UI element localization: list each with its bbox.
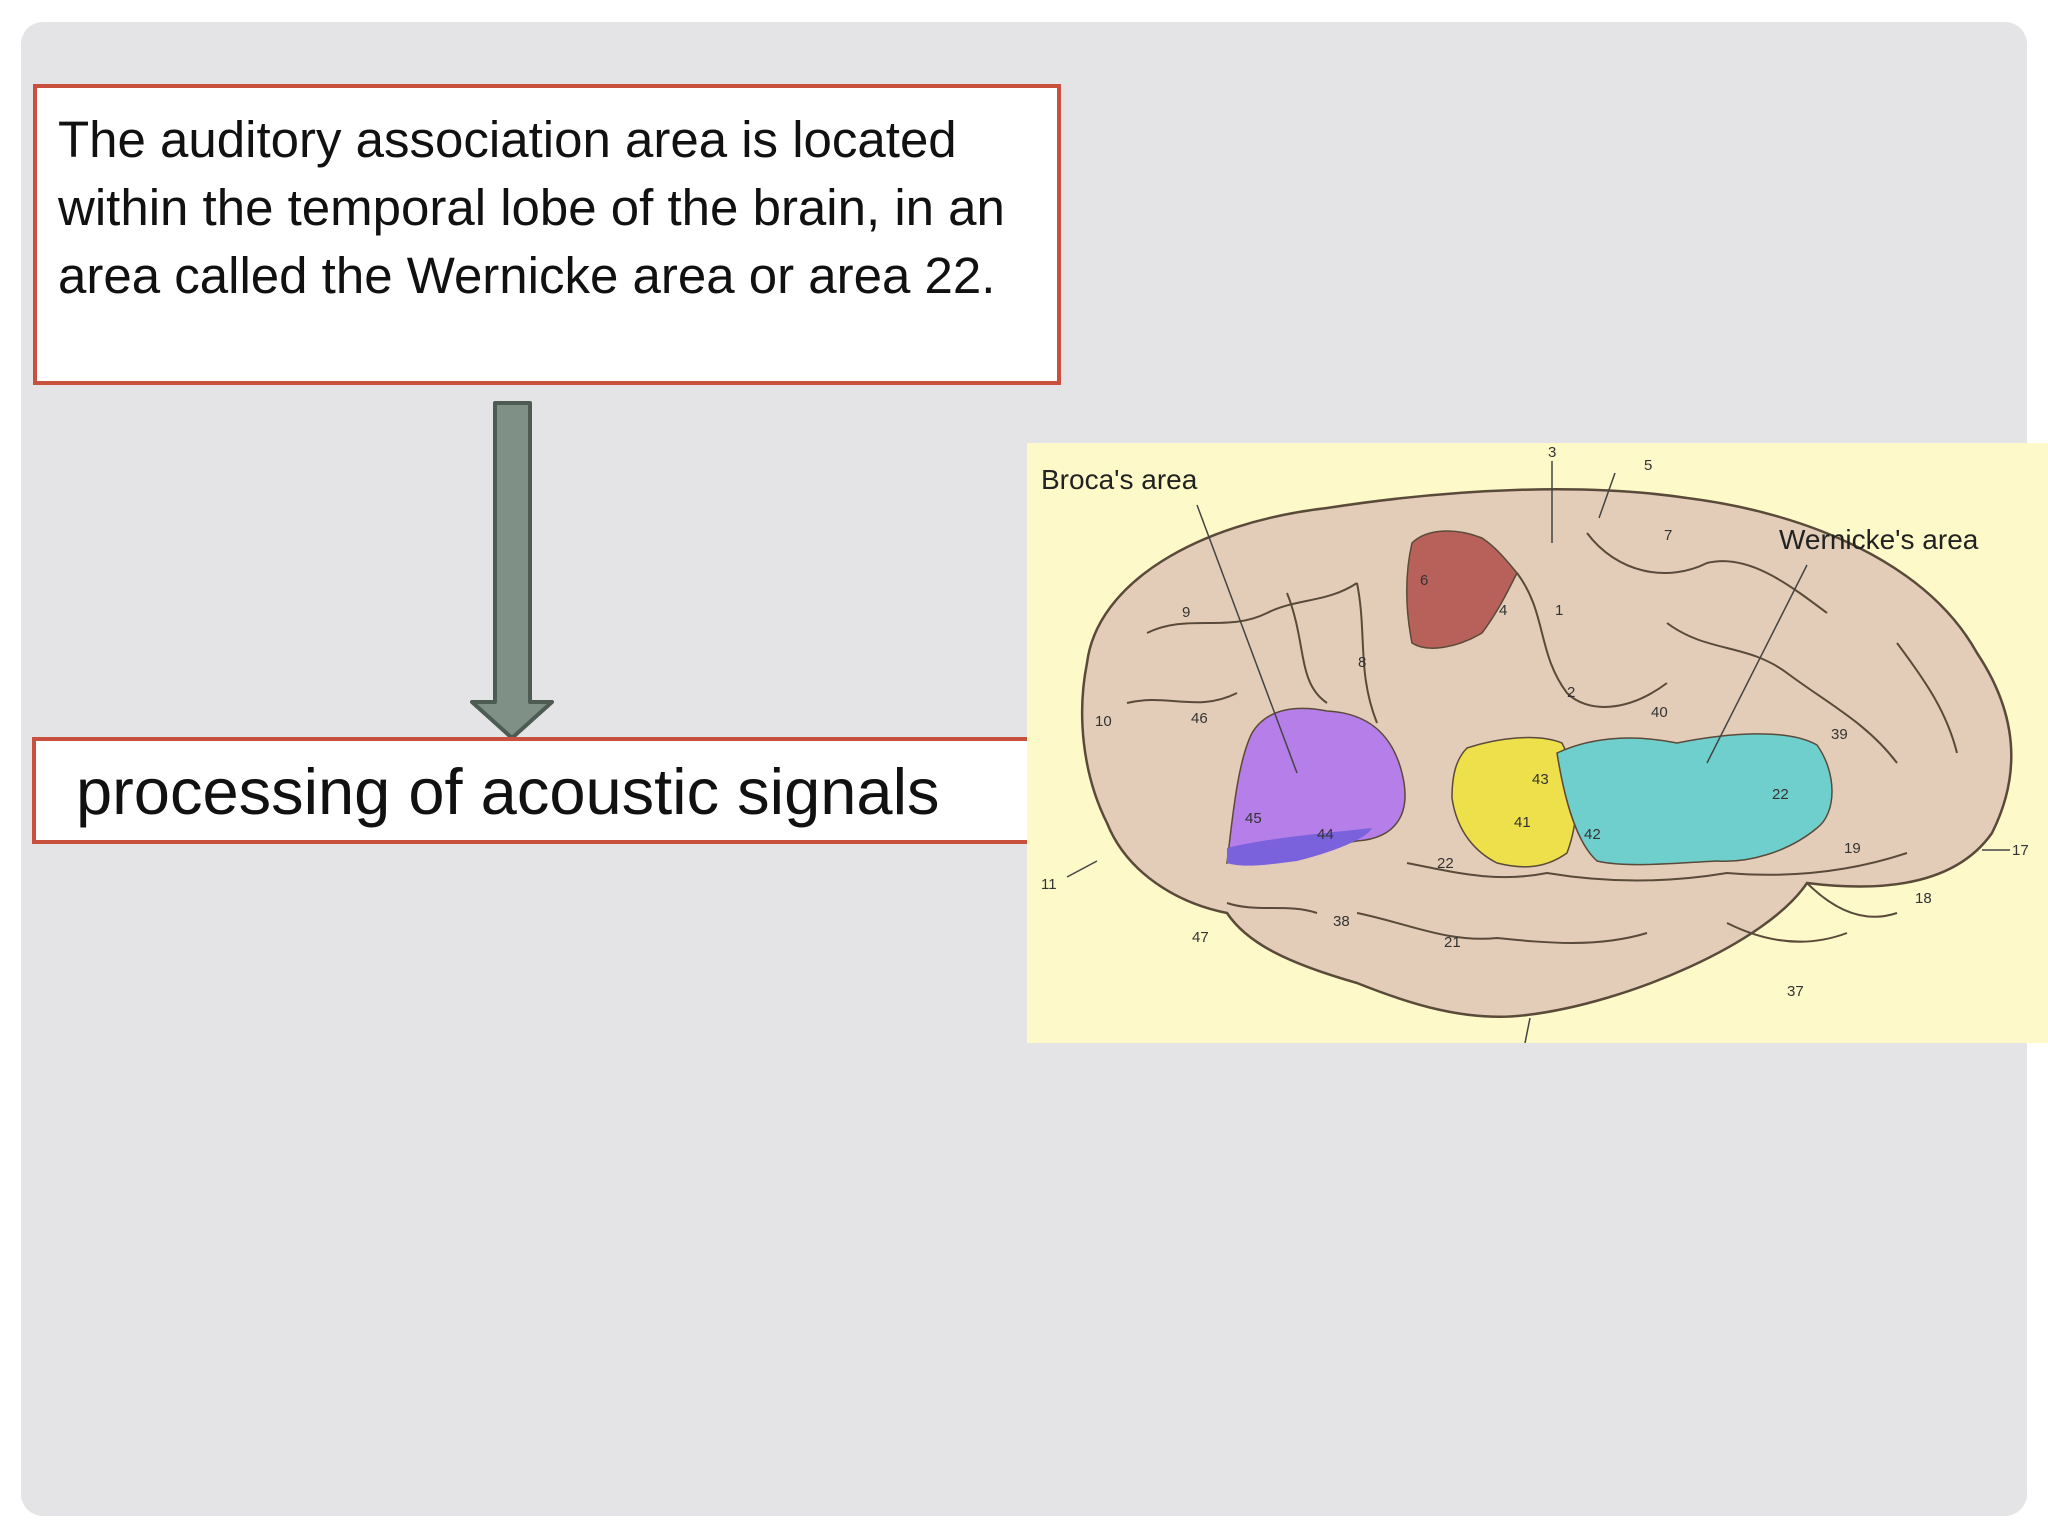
area-number: 43 [1532,771,1549,788]
primary-auditory-region [1451,736,1577,868]
area-number: 45 [1245,810,1262,827]
area-number: 6 [1420,572,1428,589]
callout-top-text: The auditory association area is located… [58,111,1005,304]
area-number: 37 [1787,983,1804,1000]
area-number: 41 [1514,814,1531,831]
wernicke-area-region [1556,733,1833,866]
area-number: 19 [1844,840,1861,857]
motor-area-region [1406,530,1518,649]
area-number: 17 [2012,842,2029,859]
area-number: 42 [1584,826,1601,843]
area-number: 18 [1915,890,1932,907]
area-number: 21 [1444,934,1461,951]
area-number: 1 [1555,602,1563,619]
area-number: 22 [1772,786,1789,803]
area-number: 5 [1644,457,1652,474]
area-number: 11 [1041,876,1057,893]
area-number: 9 [1182,604,1190,621]
callout-top-box: The auditory association area is located… [33,84,1061,385]
pointer-lines [1066,461,2010,1043]
callout-bottom-box: processing of acoustic signals [32,737,1146,844]
area-number: 39 [1831,726,1848,743]
area-number: 40 [1651,704,1668,721]
broca-area-lower-region [1227,828,1372,866]
broca-area-label: Broca's area [1041,464,1198,495]
area-number: 2 [1567,684,1575,701]
area-number: 7 [1664,527,1672,544]
down-arrow-icon [470,401,554,740]
brain-areas-figure: Broca's area Wernicke's area 3 5 7 9 6 4… [1027,443,2048,1043]
area-number: 47 [1192,929,1209,946]
area-number: 8 [1358,654,1366,671]
wernicke-area-label: Wernicke's area [1779,524,1979,555]
area-number: 4 [1499,602,1507,619]
gyri-lines [1126,532,1958,944]
area-number: 10 [1095,713,1112,730]
callout-bottom-text: processing of acoustic signals [76,755,940,828]
area-number: 22 [1437,855,1454,872]
area-number: 46 [1191,710,1208,727]
area-number: 44 [1317,826,1334,843]
area-number: 38 [1333,913,1350,930]
broca-area-region [1226,707,1406,864]
area-number: 3 [1548,444,1556,461]
